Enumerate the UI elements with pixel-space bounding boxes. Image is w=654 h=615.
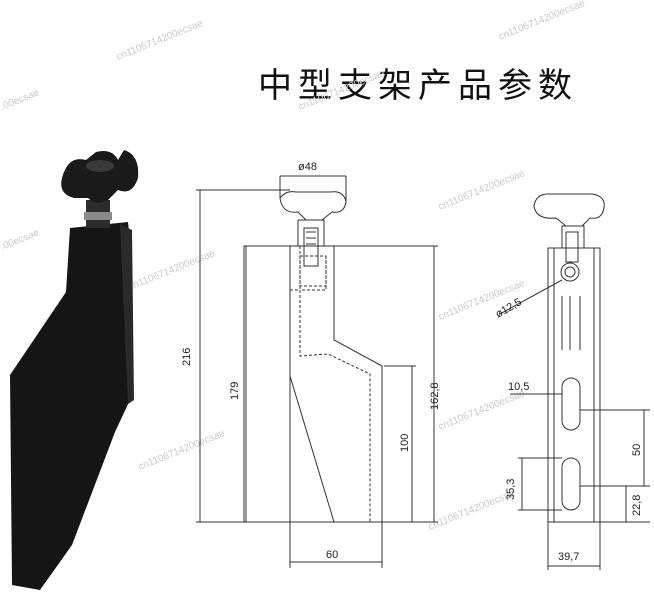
front-view bbox=[196, 175, 438, 568]
dim-side-width: 39,7 bbox=[558, 551, 579, 563]
bracket-photo bbox=[10, 150, 139, 590]
watermark-5: cn1106714200ecsae bbox=[127, 248, 217, 293]
side-body-outline bbox=[547, 247, 601, 523]
front-body-outline bbox=[243, 245, 383, 523]
dim-total-height: 216 bbox=[181, 348, 193, 366]
watermark-2: cn1106714200ecsae bbox=[297, 68, 387, 113]
side-knob-neck bbox=[561, 225, 585, 249]
front-bolt bbox=[303, 227, 319, 267]
watermark-3: cn1106714200ecsae bbox=[497, 0, 587, 43]
dim-knob-diameter: ø48 bbox=[298, 161, 317, 173]
watermark-8: cn1106714200ecsae bbox=[437, 388, 527, 433]
product-title: 中型支架产品参数 bbox=[258, 66, 578, 106]
watermark-1: cn1106714200ecsae bbox=[115, 18, 205, 63]
watermark-4: cn1106714200ecsae bbox=[437, 168, 527, 213]
watermark-7: cn1106714200ecsae bbox=[137, 428, 227, 473]
side-view bbox=[499, 193, 650, 570]
watermark-9: cn1106714200ecsae bbox=[427, 488, 517, 533]
dim-right-height: 162,8 bbox=[429, 382, 441, 410]
dim-slot-width: 10,5 bbox=[508, 381, 529, 393]
bracket-body bbox=[10, 222, 132, 590]
dim-slot-length: 35,3 bbox=[505, 479, 517, 500]
watermark-11: .00ecsae bbox=[0, 227, 41, 253]
knob-highlight bbox=[86, 160, 114, 172]
knob-icon bbox=[61, 150, 139, 203]
bracket-washer bbox=[84, 212, 112, 220]
dim-slot-pitch: 50 bbox=[631, 444, 643, 456]
bracket-side bbox=[120, 224, 134, 404]
front-knob-icon bbox=[279, 191, 347, 221]
side-hole bbox=[560, 262, 580, 282]
side-slot-upper bbox=[561, 377, 581, 431]
watermark-10: .00ecsae bbox=[0, 87, 41, 113]
side-knob-icon bbox=[533, 193, 605, 227]
dim-body-height: 179 bbox=[229, 382, 241, 400]
side-slot-lower bbox=[561, 457, 581, 511]
front-knob-neck bbox=[297, 219, 325, 247]
side-bolt bbox=[565, 231, 579, 263]
dim-bottom-offset: 22,8 bbox=[631, 495, 643, 516]
dim-slot-depth: 100 bbox=[399, 434, 411, 452]
front-hidden-slot bbox=[290, 289, 371, 522]
dim-hole-diameter: ø12,5 bbox=[494, 296, 524, 320]
dim-base-width: 60 bbox=[326, 549, 338, 561]
